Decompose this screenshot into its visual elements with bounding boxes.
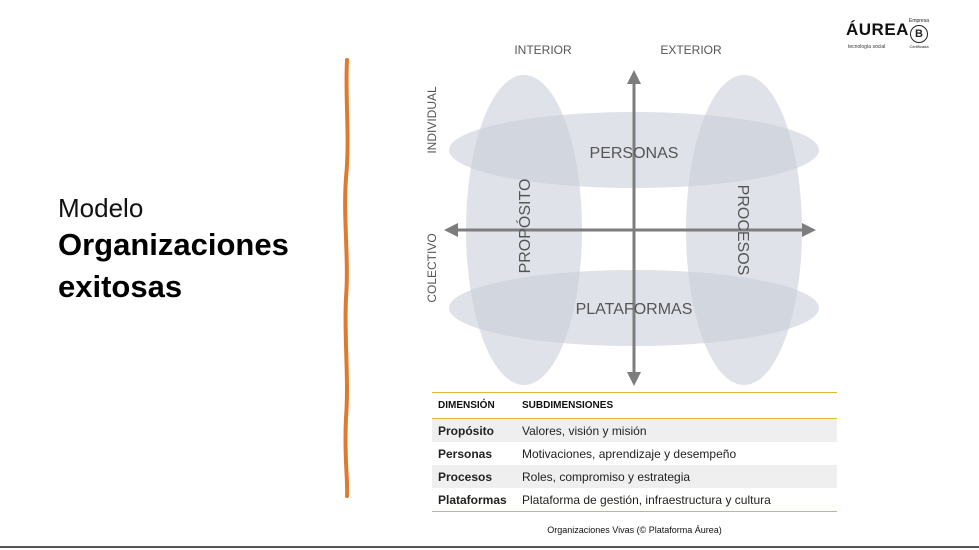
column-header-dimension: DIMENSIÓN bbox=[432, 392, 516, 419]
arrow-right-icon bbox=[802, 223, 816, 237]
slide-title-line-2: exitosas bbox=[58, 269, 183, 304]
label-personas: PERSONAS bbox=[590, 145, 679, 162]
table-header-row: DIMENSIÓN SUBDIMENSIONES bbox=[432, 392, 837, 419]
label-exterior: EXTERIOR bbox=[660, 43, 722, 57]
subdimension-cell: Roles, compromiso y estrategia bbox=[516, 465, 837, 488]
table-row: Propósito Valores, visión y misión bbox=[432, 418, 837, 442]
aurea-logo: ÁUREA tecnología social Empresa B Certif… bbox=[846, 16, 936, 56]
orange-divider-stroke bbox=[343, 58, 350, 498]
label-colectivo: COLECTIVO bbox=[425, 233, 439, 302]
dimension-cell: Plataformas bbox=[432, 488, 516, 512]
arrow-down-icon bbox=[627, 372, 641, 386]
subdimension-cell: Motivaciones, aprendizaje y desempeño bbox=[522, 446, 737, 461]
arrow-up-icon bbox=[627, 70, 641, 84]
table-row: Personas Motivaciones, aprendizaje y des… bbox=[432, 442, 837, 465]
label-proposito: PROPÓSITO bbox=[515, 179, 534, 274]
figure-caption: Organizaciones Vivas (© Plataforma Áurea… bbox=[547, 525, 722, 535]
table-row: Procesos Roles, compromiso y estrategia bbox=[432, 465, 837, 488]
subdimension-cell: Plataforma de gestión, infraestructura y… bbox=[516, 488, 837, 512]
column-header-subdimensiones: SUBDIMENSIONES bbox=[516, 392, 837, 419]
arrow-left-icon bbox=[444, 223, 458, 237]
b-corp-badge: Empresa B Certificada bbox=[908, 18, 930, 54]
label-plataformas: PLATAFORMAS bbox=[576, 301, 693, 318]
orange-divider bbox=[343, 58, 350, 498]
label-procesos: PROCESOS bbox=[734, 185, 751, 276]
label-individual: INDIVIDUAL bbox=[425, 86, 439, 154]
title-block: Modelo Organizaciones exitosas bbox=[58, 192, 289, 308]
logo-wordmark: ÁUREA bbox=[846, 20, 909, 39]
dimensions-table: DIMENSIÓN SUBDIMENSIONES Propósito Valor… bbox=[432, 392, 837, 512]
subdimension-cell: Valores, visión y misión bbox=[516, 418, 837, 442]
label-interior: INTERIOR bbox=[514, 43, 572, 57]
slide-subtitle: Modelo bbox=[58, 193, 144, 223]
slide-title-line-1: Organizaciones bbox=[58, 227, 289, 262]
b-corp-top-text: Empresa bbox=[908, 18, 929, 24]
b-corp-bottom-text: Certificada bbox=[909, 44, 929, 49]
dimension-cell: Personas bbox=[438, 446, 493, 461]
axes bbox=[444, 70, 816, 386]
dimension-cell: Procesos bbox=[432, 465, 516, 488]
logo-tagline: tecnología social bbox=[848, 44, 886, 50]
dimension-cell: Propósito bbox=[432, 418, 516, 442]
bottom-divider bbox=[0, 546, 979, 548]
table-row: Plataformas Plataforma de gestión, infra… bbox=[432, 488, 837, 512]
b-corp-icon: B bbox=[910, 25, 928, 43]
